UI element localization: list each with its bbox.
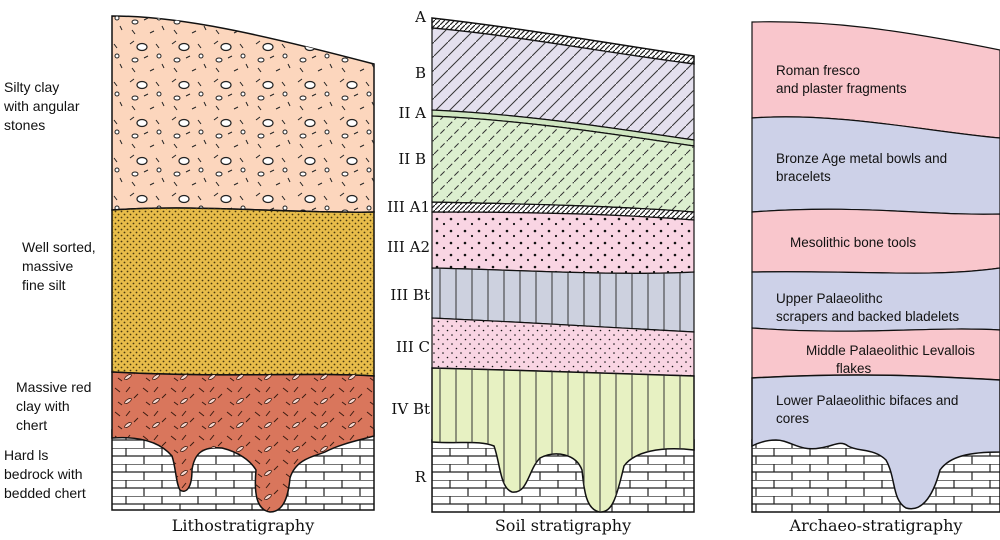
litho-label-line: clay with — [16, 397, 91, 416]
litho-caption: Lithostratigraphy — [112, 516, 374, 535]
litho-label-line: chert — [16, 416, 91, 435]
litho-label-line: bedrock with — [4, 465, 86, 484]
archaeo-caption: Archaeo-stratigraphy — [752, 516, 1000, 535]
archaeo-label-line: Lower Palaeolithic bifaces and — [776, 392, 1000, 410]
archaeo-label-bronze-age: Bronze Age metal bowls and bracelets — [776, 150, 947, 186]
litho-label-line: Well sorted, — [22, 238, 96, 257]
litho-label-line: Massive red — [16, 378, 91, 397]
archaeo-label-middle-palaeolithic: Middle Palaeolithic Levallois flakes — [806, 342, 1000, 378]
soil-label-IIB: II B — [366, 150, 426, 168]
archaeo-label-line: Bronze Age metal bowls and — [776, 150, 947, 168]
litho-label-line: massive — [22, 257, 96, 276]
soil-label-IVBt: IV Bt — [370, 400, 430, 418]
archaeo-label-lower-palaeolithic: Lower Palaeolithic bifaces and cores — [776, 392, 1000, 428]
soil-label-R: R — [366, 468, 426, 486]
litho-label-silty-clay: Silty clay with angular stones — [4, 78, 80, 135]
archaeo-label-line: cores — [776, 410, 1000, 428]
archaeo-label-roman: Roman fresco and plaster fragments — [776, 62, 907, 98]
soil-label-IIIBt: III Bt — [370, 286, 430, 304]
archaeo-label-line: Mesolithic bone tools — [790, 234, 916, 252]
litho-label-line: stones — [4, 116, 80, 135]
soil-label-A: A — [366, 8, 426, 26]
archaeo-label-mesolithic: Mesolithic bone tools — [790, 234, 916, 252]
litho-label-bedrock: Hard ls bedrock with bedded chert — [4, 446, 86, 503]
soil-label-IIA: II A — [366, 104, 426, 122]
archaeo-label-line: and plaster fragments — [776, 80, 907, 98]
archaeo-label-line: Middle Palaeolithic Levallois — [806, 342, 1000, 360]
litho-label-red-clay: Massive red clay with chert — [16, 378, 91, 435]
soil-label-IIIC: III C — [370, 338, 430, 356]
litho-label-line: Silty clay — [4, 78, 80, 97]
archaeo-label-line: Roman fresco — [776, 62, 907, 80]
litho-label-line: fine silt — [22, 276, 96, 295]
litho-label-line: bedded chert — [4, 484, 86, 503]
archaeo-label-line: scrapers and backed bladelets — [776, 308, 1000, 326]
litho-label-line: with angular — [4, 97, 80, 116]
litho-label-line: Hard ls — [4, 446, 86, 465]
archaeo-label-line: bracelets — [776, 168, 947, 186]
archaeo-label-line: Upper Palaeolithc — [776, 290, 1000, 308]
soil-label-IIIA2: III A2 — [370, 238, 430, 256]
soil-label-B: B — [366, 64, 426, 82]
archaeo-label-upper-palaeolithic: Upper Palaeolithc scrapers and backed bl… — [776, 290, 1000, 326]
soil-label-IIIA1: III A1 — [370, 198, 430, 216]
soil-caption: Soil stratigraphy — [432, 516, 694, 535]
archaeo-label-line: flakes — [806, 360, 1000, 378]
litho-column — [112, 16, 374, 512]
soil-column — [432, 18, 694, 512]
litho-label-silt: Well sorted, massive fine silt — [22, 238, 96, 295]
